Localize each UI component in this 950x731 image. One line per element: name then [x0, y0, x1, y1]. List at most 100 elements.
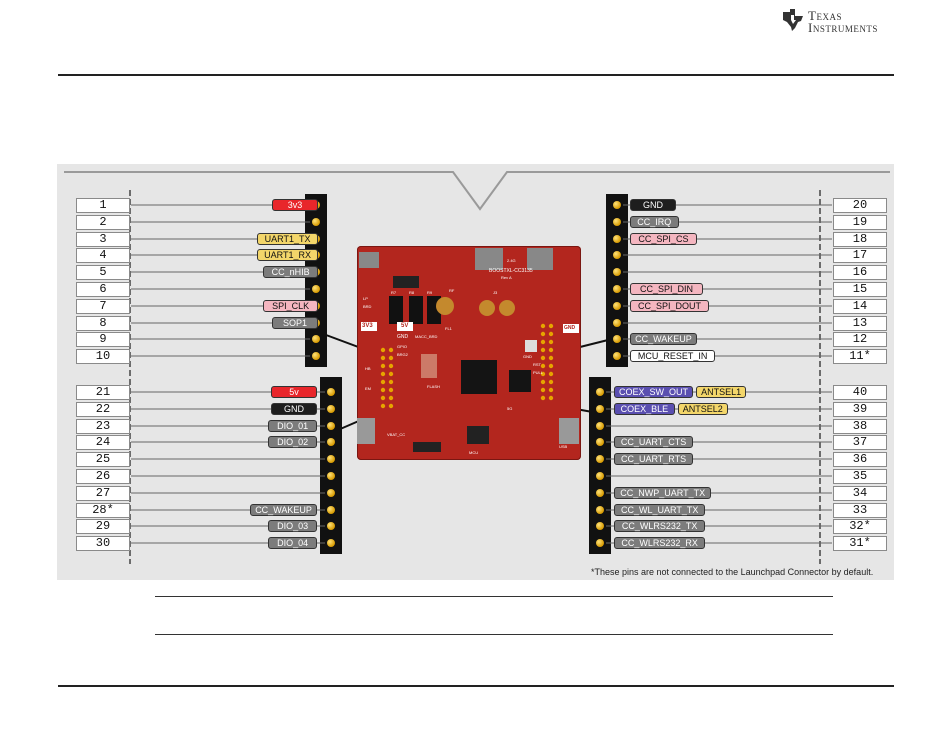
pin-number: 32* — [833, 519, 887, 534]
signal-label: CC_WAKEUP — [630, 333, 697, 345]
header-pin — [327, 455, 335, 463]
header-pin — [327, 422, 335, 430]
board-silk-rst: RST — [533, 362, 541, 367]
signal-label: CC_UART_CTS — [614, 436, 694, 448]
board-silk-gpio: GPIO — [397, 344, 408, 349]
pin-number: 12 — [833, 332, 887, 347]
left-bottom-header — [320, 377, 342, 554]
signal-label: GND — [271, 403, 317, 415]
board-silkscreen-name: BOOSTXL-CC3135 — [489, 268, 533, 274]
header-pin — [327, 522, 335, 530]
header-pin — [613, 201, 621, 209]
header-pin — [596, 506, 604, 514]
header-pin — [613, 235, 621, 243]
header-pin — [596, 489, 604, 497]
pin-number: 13 — [833, 316, 887, 331]
top-rule — [58, 74, 894, 76]
board-silk-brg2: BRG2 — [397, 352, 408, 357]
signal-label: GND — [630, 199, 676, 211]
signal-label: CC_WLRS232_RX — [614, 537, 706, 549]
board-silk-lp: LP — [363, 296, 368, 301]
pin-number: 39 — [833, 402, 887, 417]
board-silk-mcu: MCU — [469, 450, 479, 455]
board-silk-usb: USB — [559, 444, 568, 449]
pin-number: 23 — [76, 419, 130, 434]
header-pin — [312, 335, 320, 343]
signal-label: CC_SPI_CS — [630, 233, 697, 245]
header-pin — [613, 285, 621, 293]
right-bottom-header — [589, 377, 611, 554]
pin-number: 36 — [833, 452, 887, 467]
texas-state-icon — [783, 9, 803, 31]
pin-number: 24 — [76, 435, 130, 450]
pin-number: 10 — [76, 349, 130, 364]
board-silkscreen-rev: Rev A — [501, 275, 512, 280]
alt-signal-label: ANTSEL2 — [677, 403, 728, 415]
signal-label: CC_nHIB — [263, 266, 318, 278]
header-pin — [327, 506, 335, 514]
board-silk-vbat: VBAT_CC — [387, 432, 406, 437]
pin-number: 35 — [833, 469, 887, 484]
pin-number: 28* — [76, 503, 130, 518]
board-silk-em: EM — [365, 386, 371, 391]
pin-number: 5 — [76, 265, 130, 280]
ti-logo: Texas Instruments — [781, 7, 896, 35]
board-silk-hb: HB — [365, 366, 371, 371]
pin-number: 25 — [76, 452, 130, 467]
board-silk-5v: 5V — [401, 323, 409, 329]
header-pin — [327, 388, 335, 396]
board-silk-gnd-2: GND — [523, 354, 532, 359]
header-pin — [327, 539, 335, 547]
logo-line1: Texas — [808, 8, 842, 23]
board-silk-r7: R7 — [391, 290, 397, 295]
signal-label: CC_SPI_DOUT — [630, 300, 710, 312]
board-silk-j3: J3 — [493, 290, 498, 295]
pin-number: 38 — [833, 419, 887, 434]
footnote: *These pins are not connected to the Lau… — [591, 567, 874, 577]
table-rule-top — [155, 596, 833, 597]
header-pin — [327, 489, 335, 497]
pin-number: 30 — [76, 536, 130, 551]
pin-number: 3 — [76, 232, 130, 247]
board-silk-macc: MACC_BRD — [415, 334, 438, 339]
header-pin — [596, 438, 604, 446]
header-pin — [613, 251, 621, 259]
signal-label: CC_UART_RTS — [614, 453, 694, 465]
signal-label: DIO_02 — [268, 436, 317, 448]
signal-label: DIO_04 — [268, 537, 317, 549]
header-pin — [327, 472, 335, 480]
board-silk-r8: R8 — [409, 290, 415, 295]
board-silk-flash: FLASH — [427, 384, 440, 389]
board-silk-gnd: GND — [397, 334, 409, 340]
header-pin — [327, 405, 335, 413]
signal-label: 5v — [271, 386, 317, 398]
board-silk-pull: PULL — [533, 370, 544, 375]
alt-signal-label: ANTSEL1 — [696, 386, 747, 398]
pin-number: 2 — [76, 215, 130, 230]
pin-number: 15 — [833, 282, 887, 297]
signal-label: CC_WL_UART_TX — [614, 504, 706, 516]
pin-number: 6 — [76, 282, 130, 297]
header-pin — [613, 352, 621, 360]
header-pin — [596, 539, 604, 547]
pin-number: 14 — [833, 299, 887, 314]
header-pin — [312, 218, 320, 226]
pin-number: 22 — [76, 402, 130, 417]
board-silk-gnd-right: GND — [564, 325, 576, 331]
board-artwork — [357, 248, 579, 458]
pin-number: 17 — [833, 248, 887, 263]
signal-label: UART1_RX — [257, 249, 318, 261]
logo-line2: Instruments — [808, 20, 878, 35]
pin-number: 27 — [76, 486, 130, 501]
pin-number: 18 — [833, 232, 887, 247]
board-silk-24g: 2.4G — [507, 258, 516, 263]
header-pin — [596, 522, 604, 530]
pin-number: 19 — [833, 215, 887, 230]
signal-label: UART1_TX — [257, 233, 318, 245]
signal-label: DIO_03 — [268, 520, 317, 532]
pin-number: 40 — [833, 385, 887, 400]
header-pin — [312, 352, 320, 360]
pin-number: 37 — [833, 435, 887, 450]
right-top-header — [606, 194, 628, 367]
